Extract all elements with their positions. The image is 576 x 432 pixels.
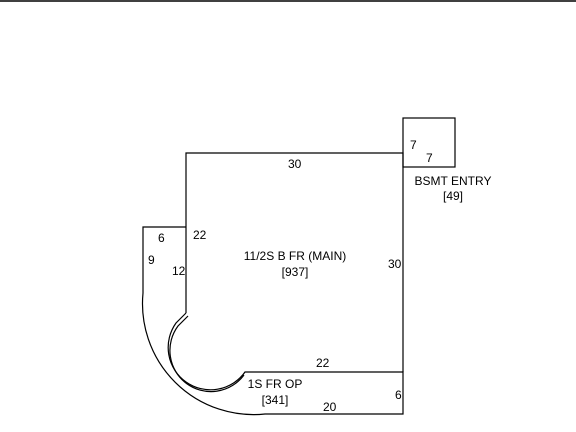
bsmt-entry-label: BSMT ENTRY	[415, 174, 492, 188]
dim-main-top: 30	[288, 157, 302, 171]
main-room-outline	[185, 152, 404, 372]
dim-porch-top: 22	[316, 356, 330, 370]
bsmt-entry-area: [49]	[443, 189, 463, 203]
bsmt-entry-outline	[402, 117, 456, 168]
dim-porch-right: 6	[395, 388, 402, 402]
main-room-label: 11/2S B FR (MAIN)	[244, 249, 346, 263]
dim-entry-bottom: 7	[426, 151, 433, 165]
notch-outline	[142, 226, 186, 293]
porch-label: 1S FR OP	[248, 377, 303, 391]
dim-porch-bottom: 20	[323, 400, 337, 414]
porch-area: [341]	[262, 393, 289, 407]
dim-notch-right: 12	[172, 264, 186, 278]
main-room-area: [937]	[282, 265, 309, 279]
dim-entry-side: 7	[410, 138, 417, 152]
porch-outline	[141, 292, 404, 416]
dim-main-right: 30	[388, 257, 402, 271]
dim-notch-left: 9	[148, 253, 155, 267]
dim-notch-top: 6	[158, 231, 165, 245]
dim-main-left-upper: 22	[193, 228, 207, 242]
